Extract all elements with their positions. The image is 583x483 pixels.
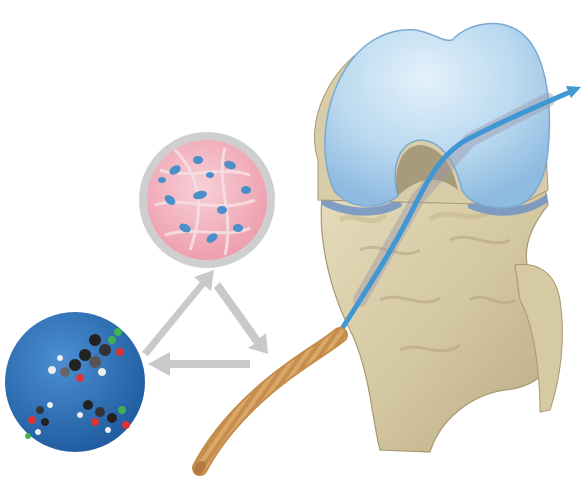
cell-culture-circle — [139, 132, 275, 268]
arrow-down-right — [214, 282, 268, 354]
tibia-bone — [321, 178, 562, 452]
cycle-arrows — [142, 270, 268, 376]
molecule-circle — [5, 312, 145, 452]
arrow-left — [148, 352, 250, 376]
arrow-up-left — [142, 270, 214, 356]
